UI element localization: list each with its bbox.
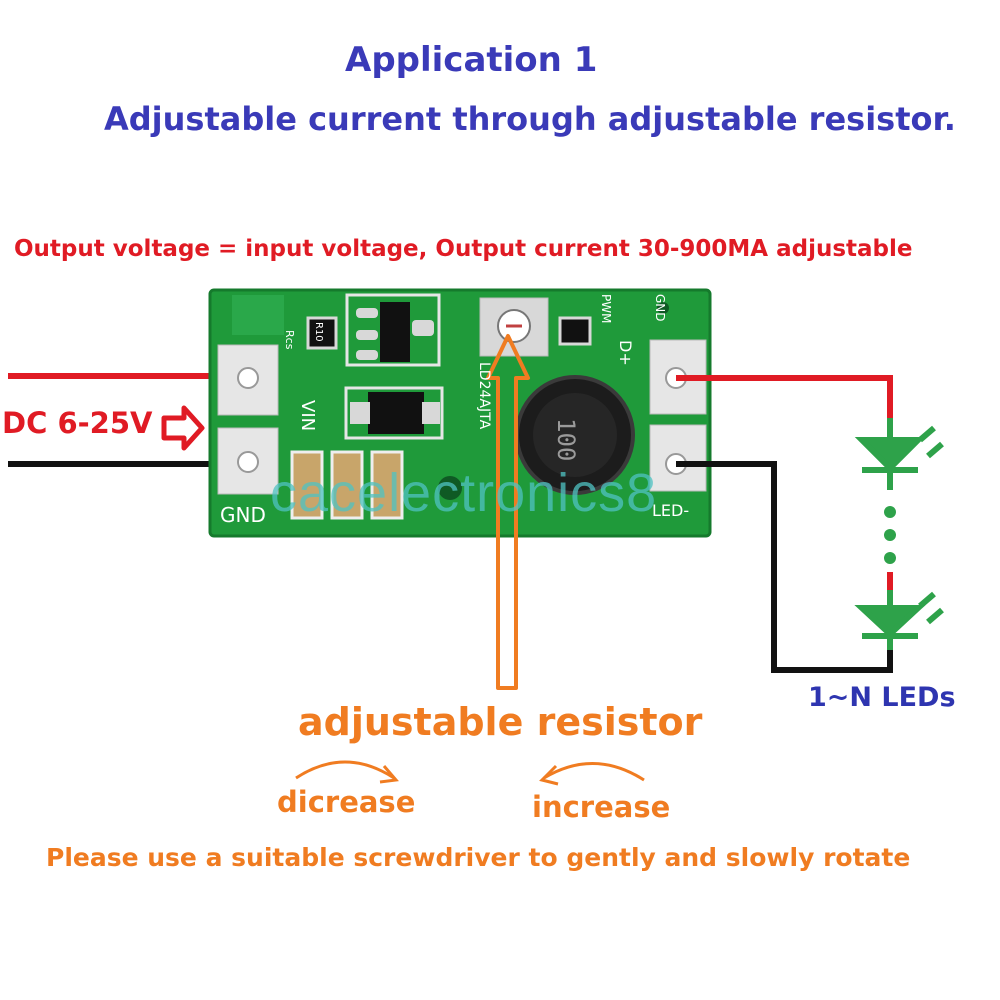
led-minus-silk-label: LED-: [652, 501, 689, 520]
dplus-silk-label: D+: [616, 340, 635, 366]
led-icon: [854, 418, 944, 490]
led-icon: [854, 590, 944, 650]
increase-label: increase: [532, 790, 671, 824]
page-title: Application 1: [345, 40, 598, 80]
gnd-small-silk-label: GND: [653, 294, 667, 322]
input-arrow-icon: [161, 405, 205, 451]
input-voltage-label: DC 6-25V: [2, 406, 153, 440]
output-black-wire: [676, 461, 893, 673]
decrease-label: dicrease: [277, 785, 416, 819]
increase-arrow-icon: [543, 762, 645, 782]
instruction-text: Please use a suitable screwdriver to gen…: [46, 843, 911, 872]
adjust-pointer-arrow: [486, 334, 530, 690]
adjustable-resistor-label: adjustable resistor: [298, 700, 703, 744]
sense-resistor: [306, 316, 338, 350]
gnd-silk-label: GND: [220, 503, 266, 527]
inductor-marking: 100: [552, 418, 580, 461]
output-red-wire: [676, 375, 893, 418]
led-minus-pad: [649, 424, 707, 492]
transistor-footprint: [345, 293, 441, 367]
diode: [344, 386, 444, 440]
watermark: cacelectronics8: [270, 463, 658, 523]
rcs-silk-label: Rcs: [283, 330, 296, 350]
capacitor-2: [330, 450, 364, 520]
vin-silk-label: VIN: [297, 400, 318, 431]
resistor-marking: R10: [313, 322, 324, 342]
page-subtitle: Adjustable current through adjustable re…: [104, 100, 956, 138]
capacitor-3: [370, 450, 404, 520]
output-description: Output voltage = input voltage, Output c…: [14, 236, 913, 262]
leds-label: 1~N LEDs: [808, 682, 956, 713]
chip-silk-label: LD24AJTA: [476, 362, 492, 430]
pcb-board: [208, 288, 712, 538]
capacitor-1: [290, 450, 324, 520]
decrease-arrow-icon: [295, 760, 395, 780]
pwm-silk-label: PWM: [599, 294, 613, 323]
